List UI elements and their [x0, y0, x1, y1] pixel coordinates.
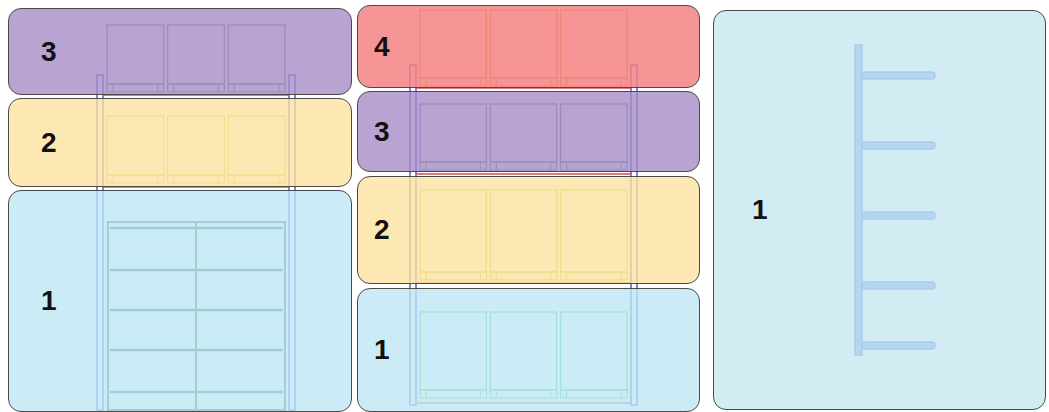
zone-band: 1	[713, 10, 1046, 410]
zone-number: 1	[41, 287, 57, 315]
zone-band: 3	[357, 91, 700, 172]
zone-number: 1	[374, 336, 390, 364]
zone-band: 1	[8, 190, 352, 412]
zone-band: 1	[357, 288, 700, 412]
zone-number: 2	[374, 216, 390, 244]
zone-number: 3	[41, 38, 57, 66]
zone-number: 2	[41, 129, 57, 157]
zone-band: 2	[357, 176, 700, 284]
zone-band: 3	[8, 8, 352, 95]
zone-number: 4	[374, 33, 390, 61]
zone-number: 1	[752, 196, 768, 224]
zone-band: 2	[8, 98, 352, 187]
zone-number: 3	[374, 118, 390, 146]
rack-line	[416, 173, 631, 175]
zone-band: 4	[357, 5, 700, 88]
